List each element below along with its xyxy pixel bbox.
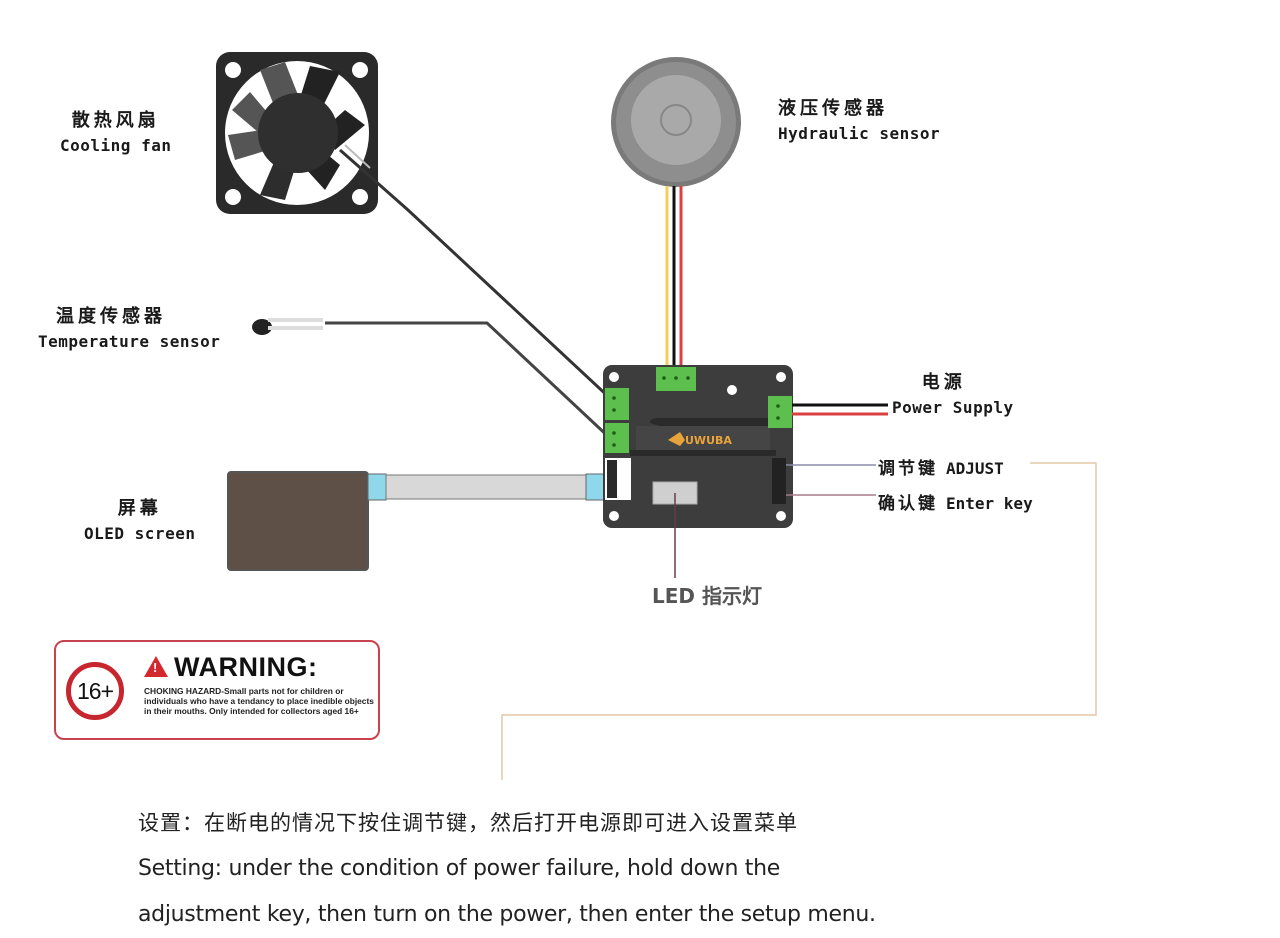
warning-title-text: WARNING: — [174, 652, 318, 682]
setting-instructions: 设置：在断电的情况下按住调节键，然后打开电源即可进入设置菜单 Setting: … — [138, 800, 876, 938]
adjust-key-label-en: ADJUST — [946, 459, 1004, 478]
temperature-sensor-label-en: Temperature sensor — [38, 332, 221, 351]
cooling-fan-label-en: Cooling fan — [60, 136, 172, 155]
adjust-key-label-zh: 调节键 — [878, 459, 938, 479]
hydraulic-sensor-label: 液压传感器 Hydraulic sensor — [778, 94, 940, 143]
setting-leader — [501, 462, 1097, 780]
temperature-wire — [325, 321, 614, 442]
control-board: UWUBA — [603, 365, 793, 528]
setting-instructions-zh: 设置：在断电的情况下按住调节键，然后打开电源即可进入设置菜单 — [138, 811, 798, 835]
warning-label: 16+ WARNING: CHOKING HAZARD-Small parts … — [54, 640, 380, 740]
age-badge: 16+ — [66, 662, 124, 720]
temperature-sensor-label: 温度传感器 Temperature sensor — [38, 302, 220, 351]
hydraulic-sensor-label-en: Hydraulic sensor — [778, 124, 941, 143]
warning-triangle-icon — [144, 656, 168, 677]
setting-instructions-en-line1: Setting: under the condition of power fa… — [138, 856, 781, 881]
power-connector — [768, 396, 792, 428]
temperature-sensor — [252, 318, 323, 335]
oled-screen-label-zh: 屏幕 — [117, 498, 162, 519]
oled-screen-label: 屏幕 OLED screen — [84, 494, 195, 543]
board-logo: UWUBA — [685, 434, 732, 447]
warning-title: WARNING: — [144, 652, 317, 683]
cooling-fan-label-zh: 散热风扇 — [71, 110, 160, 131]
cooling-fan-label: 散热风扇 Cooling fan — [60, 106, 171, 155]
temperature-connector — [605, 423, 629, 453]
led-indicator-label: LED 指示灯 — [652, 584, 762, 608]
ribbon-cable — [367, 473, 605, 501]
power-supply-label-zh: 电源 — [921, 372, 966, 393]
enter-key-label-en: Enter key — [946, 494, 1033, 513]
power-supply-label: 电源 Power Supply — [892, 368, 1014, 417]
oled-screen — [227, 471, 369, 571]
button-header — [772, 458, 786, 504]
fan-connector — [605, 388, 629, 420]
enter-key-label: 确认键 Enter key — [878, 489, 1033, 514]
hydraulic-sensor-label-zh: 液压传感器 — [778, 98, 888, 119]
warning-text: CHOKING HAZARD-Small parts not for child… — [144, 686, 374, 716]
setting-instructions-en-line2: adjustment key, then turn on the power, … — [138, 902, 876, 927]
oled-screen-label-en: OLED screen — [84, 524, 196, 543]
temperature-sensor-label-zh: 温度传感器 — [56, 306, 166, 327]
adjust-key-label: 调节键 ADJUST — [878, 454, 1004, 479]
cooling-fan — [216, 52, 378, 214]
logo-icon — [668, 432, 685, 446]
power-supply-label-en: Power Supply — [892, 398, 1014, 417]
hydraulic-sensor — [611, 57, 741, 187]
fan-wire — [339, 148, 614, 402]
enter-key-label-zh: 确认键 — [878, 494, 938, 514]
